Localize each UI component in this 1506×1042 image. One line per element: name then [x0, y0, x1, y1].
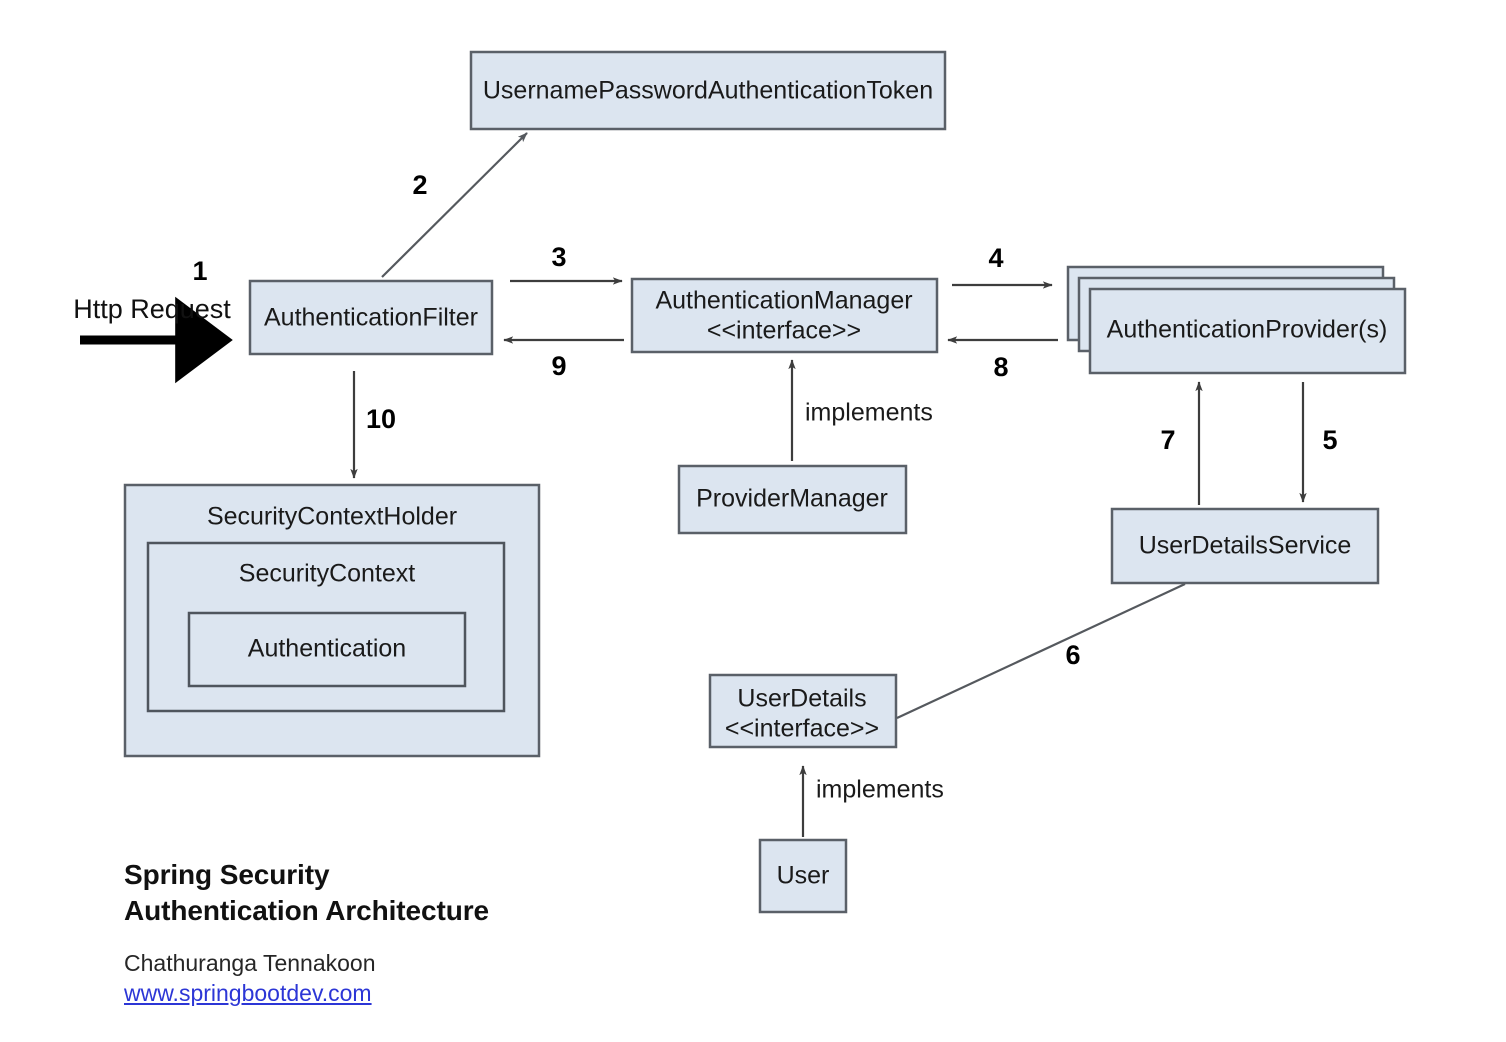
edge-provider-to-manager: 8: [947, 336, 1058, 382]
node-user-details-service[interactable]: UserDetailsService: [1110, 507, 1380, 585]
node-user-details[interactable]: UserDetails <<interface>>: [708, 673, 898, 749]
step-number-6: 6: [1065, 640, 1080, 670]
node-label-token: UsernamePasswordAuthenticationToken: [483, 77, 933, 105]
node-label-security-context: SecurityContext: [239, 560, 416, 588]
edge-filter-to-manager: 3: [510, 242, 623, 285]
node-label-user: User: [777, 862, 830, 890]
caption-title-line-1: Spring Security: [124, 859, 330, 890]
edge-filter-to-holder: 10: [350, 371, 396, 479]
node-authentication-provider[interactable]: AuthenticationProvider(s): [1066, 265, 1407, 375]
step-number-9: 9: [551, 351, 566, 381]
edge-http-request: Http Request 1: [73, 256, 233, 384]
step-number-5: 5: [1322, 425, 1337, 455]
step-number-8: 8: [993, 352, 1008, 382]
step-number-7: 7: [1160, 425, 1175, 455]
node-security-context-holder[interactable]: SecurityContextHolder SecurityContext Au…: [123, 483, 541, 758]
node-label-provider-manager: ProviderManager: [696, 485, 888, 513]
edge-user-details-service-to-user-details: 6: [896, 583, 1186, 719]
node-authentication-manager[interactable]: AuthenticationManager <<interface>>: [630, 277, 939, 354]
edge-provider-to-user-details-service: 5: [1299, 382, 1338, 503]
node-user[interactable]: User: [758, 838, 848, 914]
node-label-user-details-stereotype: <<interface>>: [725, 715, 879, 743]
node-authentication[interactable]: Authentication: [187, 611, 467, 688]
edge-manager-to-provider: 4: [952, 243, 1053, 289]
edge-user-implements: implements: [799, 765, 944, 837]
step-number-1: 1: [192, 256, 207, 286]
caption-title-line-2: Authentication Architecture: [124, 895, 489, 927]
node-label-authentication-filter: AuthenticationFilter: [264, 304, 478, 332]
node-username-password-authentication-token[interactable]: UsernamePasswordAuthenticationToken: [469, 50, 947, 131]
edge-label-implements-user: implements: [816, 776, 944, 804]
step-number-4: 4: [988, 243, 1003, 273]
edge-providermanager-implements: implements: [788, 359, 933, 461]
diagram-caption: Spring Security Authentication Architect…: [124, 857, 684, 1009]
step-number-10: 10: [366, 404, 396, 434]
step-number-2: 2: [412, 170, 427, 200]
edge-filter-to-token: 2: [381, 132, 528, 278]
node-label-authentication-provider: AuthenticationProvider(s): [1107, 316, 1388, 344]
edge-label-implements-provider-manager: implements: [805, 399, 933, 427]
node-label-user-details: UserDetails: [737, 685, 866, 713]
node-provider-manager[interactable]: ProviderManager: [677, 464, 908, 535]
node-security-context[interactable]: SecurityContext Authentication: [146, 541, 506, 713]
caption-author: Chathuranga Tennakoon: [124, 949, 376, 976]
edge-manager-to-filter: 9: [503, 336, 624, 381]
node-label-security-context-holder: SecurityContextHolder: [207, 503, 457, 531]
edge-label-http-request: Http Request: [73, 294, 231, 324]
edge-user-details-service-to-provider: 7: [1160, 381, 1203, 505]
node-label-authentication-manager-stereotype: <<interface>>: [707, 317, 861, 345]
caption-website-link[interactable]: www.springbootdev.com: [124, 980, 372, 1007]
node-label-authentication-manager: AuthenticationManager: [655, 287, 912, 315]
node-stack-front: [1088, 287, 1407, 375]
step-number-3: 3: [551, 242, 566, 272]
node-authentication-filter[interactable]: AuthenticationFilter: [248, 279, 494, 356]
node-label-user-details-service: UserDetailsService: [1139, 532, 1352, 560]
node-label-authentication: Authentication: [248, 635, 406, 663]
